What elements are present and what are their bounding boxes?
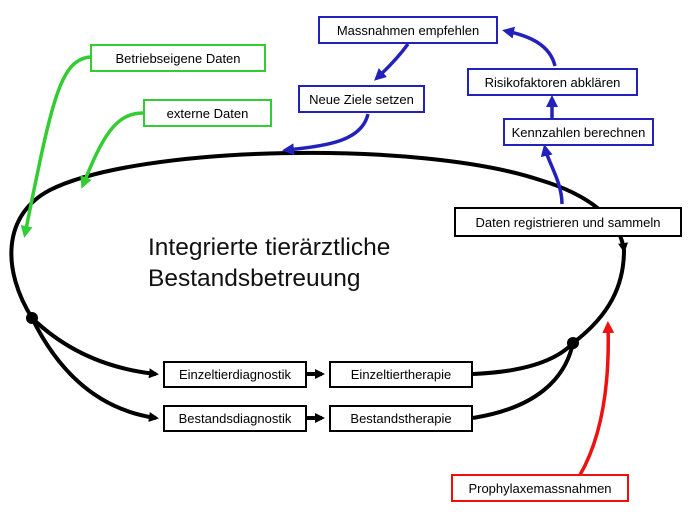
external-data-box: externe Daten [143, 99, 272, 127]
herd-therapy-label: Bestandstherapie [350, 411, 452, 426]
cycle-lower-right-arc [571, 249, 626, 345]
herd-therapy-box: Bestandstherapie [329, 405, 473, 432]
prophylaxis-box: Prophylaxemassnahmen [451, 474, 629, 502]
connector-individual-therapy-merge [472, 341, 575, 376]
external-data-label: externe Daten [166, 105, 249, 121]
junction-right [567, 337, 579, 349]
cycle-upper-arc [9, 150, 629, 320]
clarify-risk-factors-box: Risikofaktoren abklären [467, 68, 638, 96]
arrow-data-to-indicators [540, 144, 564, 205]
set-goals-label: Neue Ziele setzen [309, 91, 414, 107]
junction-left [26, 312, 38, 324]
arrow-measures-to-goals [374, 42, 410, 81]
herd-diagnostics-box: Bestandsdiagnostik [163, 405, 307, 432]
connector-to-individual-diagnostics [30, 316, 159, 379]
prophylaxis-label: Prophylaxemassnahmen [468, 480, 612, 496]
calculate-indicators-box: Kennzahlen berechnen [503, 118, 654, 146]
diagram-title: Integrierte tierärztliche Bestandsbetreu… [148, 232, 390, 294]
register-collect-data-box: Daten registrieren und sammeln [454, 207, 682, 237]
set-goals-box: Neue Ziele setzen [298, 85, 425, 113]
individual-diagnostics-label: Einzeltierdiagnostik [178, 367, 291, 382]
arrow-operational-data [20, 55, 91, 238]
individual-therapy-box: Einzeltiertherapie [329, 361, 473, 388]
arrow-prophylaxis [578, 321, 615, 476]
calculate-indicators-label: Kennzahlen berechnen [511, 124, 646, 140]
recommend-measures-box: Massnahmen empfehlen [318, 16, 498, 44]
arrow-goals-to-cycle [282, 113, 370, 156]
recommend-measures-label: Massnahmen empfehlen [336, 22, 480, 38]
connector-to-herd-diagnostics [30, 317, 159, 422]
title-line-1: Integrierte tierärztliche [148, 234, 391, 261]
herd-diagnostics-label: Bestandsdiagnostik [178, 411, 292, 426]
register-collect-data-label: Daten registrieren und sammeln [475, 214, 661, 230]
individual-diagnostics-box: Einzeltierdiagnostik [163, 361, 307, 388]
arrow-risk-to-measures [502, 26, 557, 67]
individual-therapy-label: Einzeltiertherapie [350, 367, 452, 382]
title-line-2: Bestandsbetreuung [148, 265, 361, 292]
operational-data-label: Betriebseigene Daten [115, 50, 241, 66]
connector-herd-therapy-merge [472, 342, 575, 420]
operational-data-box: Betriebseigene Daten [90, 44, 266, 72]
arrow-external-data [80, 111, 144, 189]
clarify-risk-factors-label: Risikofaktoren abklären [484, 74, 621, 90]
